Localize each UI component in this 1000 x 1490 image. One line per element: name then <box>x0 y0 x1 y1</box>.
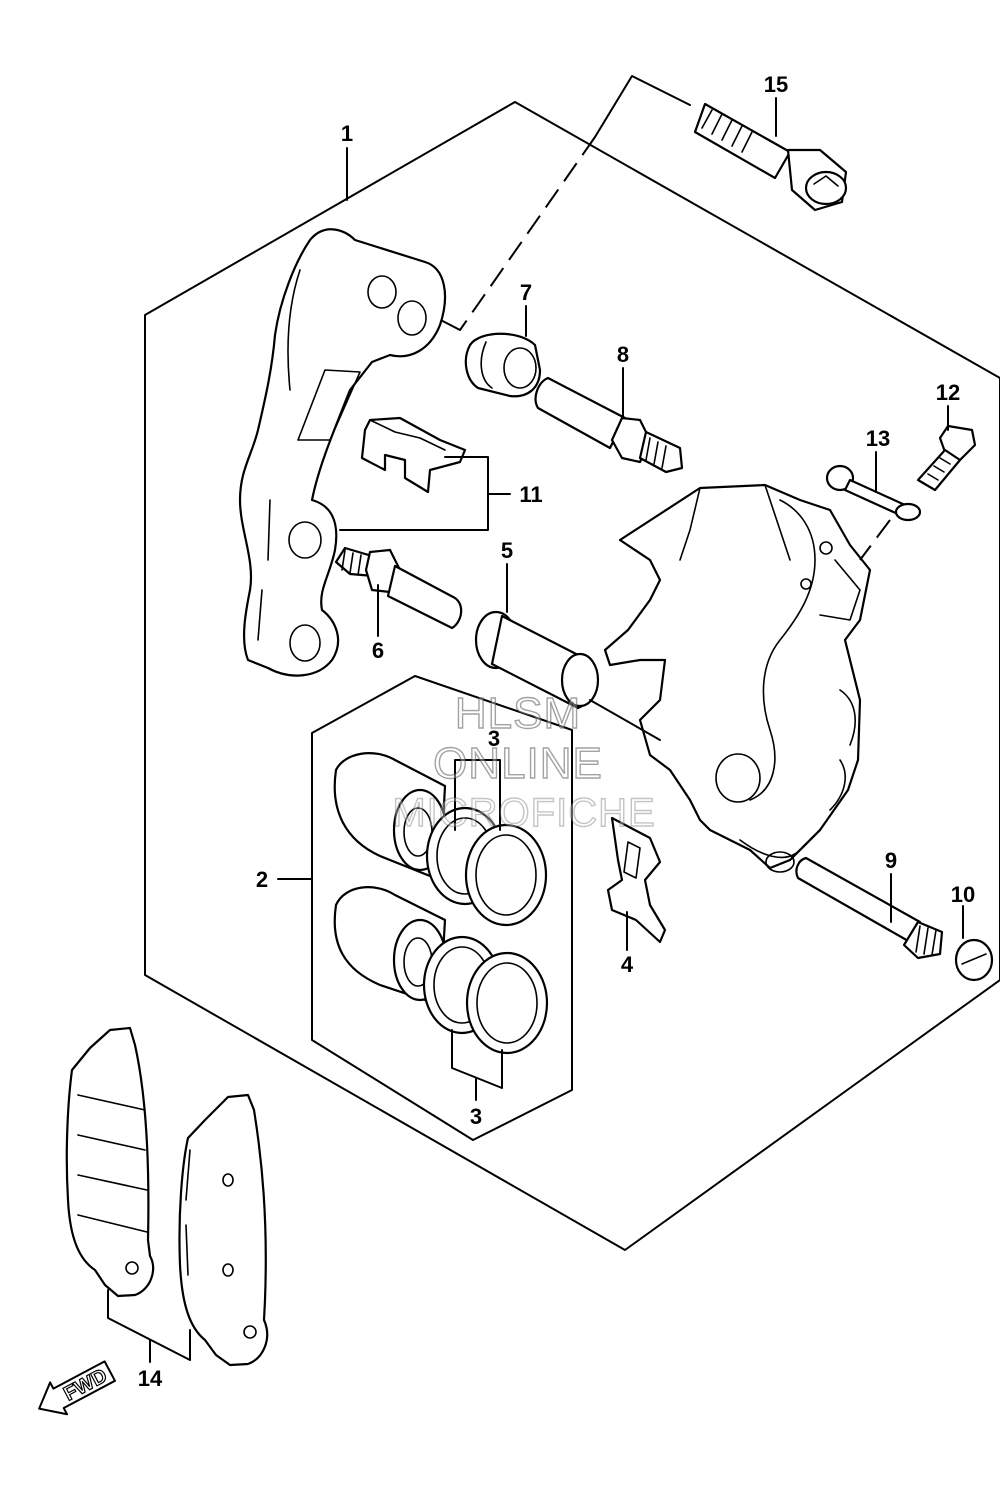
pin-9-part <box>795 856 944 960</box>
callout-10: 10 <box>951 882 975 907</box>
cap-13-part <box>825 464 922 522</box>
callout-12: 12 <box>936 380 960 405</box>
watermark-line-3: MICROFICHE <box>392 791 655 835</box>
callout-13: 13 <box>866 426 890 451</box>
dust-seal-lower-part <box>465 951 549 1055</box>
callout-3-top: 3 <box>488 726 500 751</box>
callout-11: 11 <box>519 482 542 507</box>
piston-kit-boundary <box>311 675 573 1141</box>
callout-14-leader <box>107 1289 191 1361</box>
pin-8-part <box>534 376 684 474</box>
watermark-line-1: HLSM <box>455 689 581 738</box>
piston-upper-part <box>333 752 448 882</box>
caliper-body-part <box>603 483 872 873</box>
callout-5: 5 <box>501 538 513 563</box>
pad-spring-11-part <box>360 416 467 494</box>
callout-8: 8 <box>617 342 629 367</box>
callout-14: 14 <box>138 1366 163 1391</box>
brake-pad-front-part <box>178 1093 269 1367</box>
fwd-arrow-icon: FWD <box>38 1360 116 1416</box>
retainer-4-part <box>606 816 667 944</box>
callout-9: 9 <box>885 848 897 873</box>
callout-4: 4 <box>621 952 634 977</box>
plug-10-part <box>954 938 994 982</box>
pin-6-part <box>334 546 463 630</box>
callout-3-top-leader <box>454 759 501 831</box>
callout-6: 6 <box>372 638 384 663</box>
callout-7: 7 <box>520 280 532 305</box>
callout-1: 1 <box>341 121 353 146</box>
callout-3-bottom: 3 <box>470 1104 482 1129</box>
bolt-leader-bracket <box>594 75 691 138</box>
bleeder-axis-line <box>859 519 891 561</box>
assembly-boundary <box>144 101 1000 1251</box>
dust-seal-upper-part <box>464 823 548 927</box>
pin9-axis-line <box>799 829 821 851</box>
bleeder-12-part <box>916 424 977 492</box>
caliper-bracket-part <box>238 228 447 677</box>
pin-5-part <box>474 610 600 710</box>
brake-pad-rear-part <box>65 1026 155 1298</box>
bolt-15-part <box>693 102 848 212</box>
callout-15: 15 <box>764 72 788 97</box>
bolt-axis-dashed <box>459 136 596 331</box>
piston-axis-line <box>589 699 661 741</box>
watermark-line-2: ONLINE <box>433 739 603 788</box>
callout-2: 2 <box>256 867 268 892</box>
boot-7-part <box>464 332 542 398</box>
